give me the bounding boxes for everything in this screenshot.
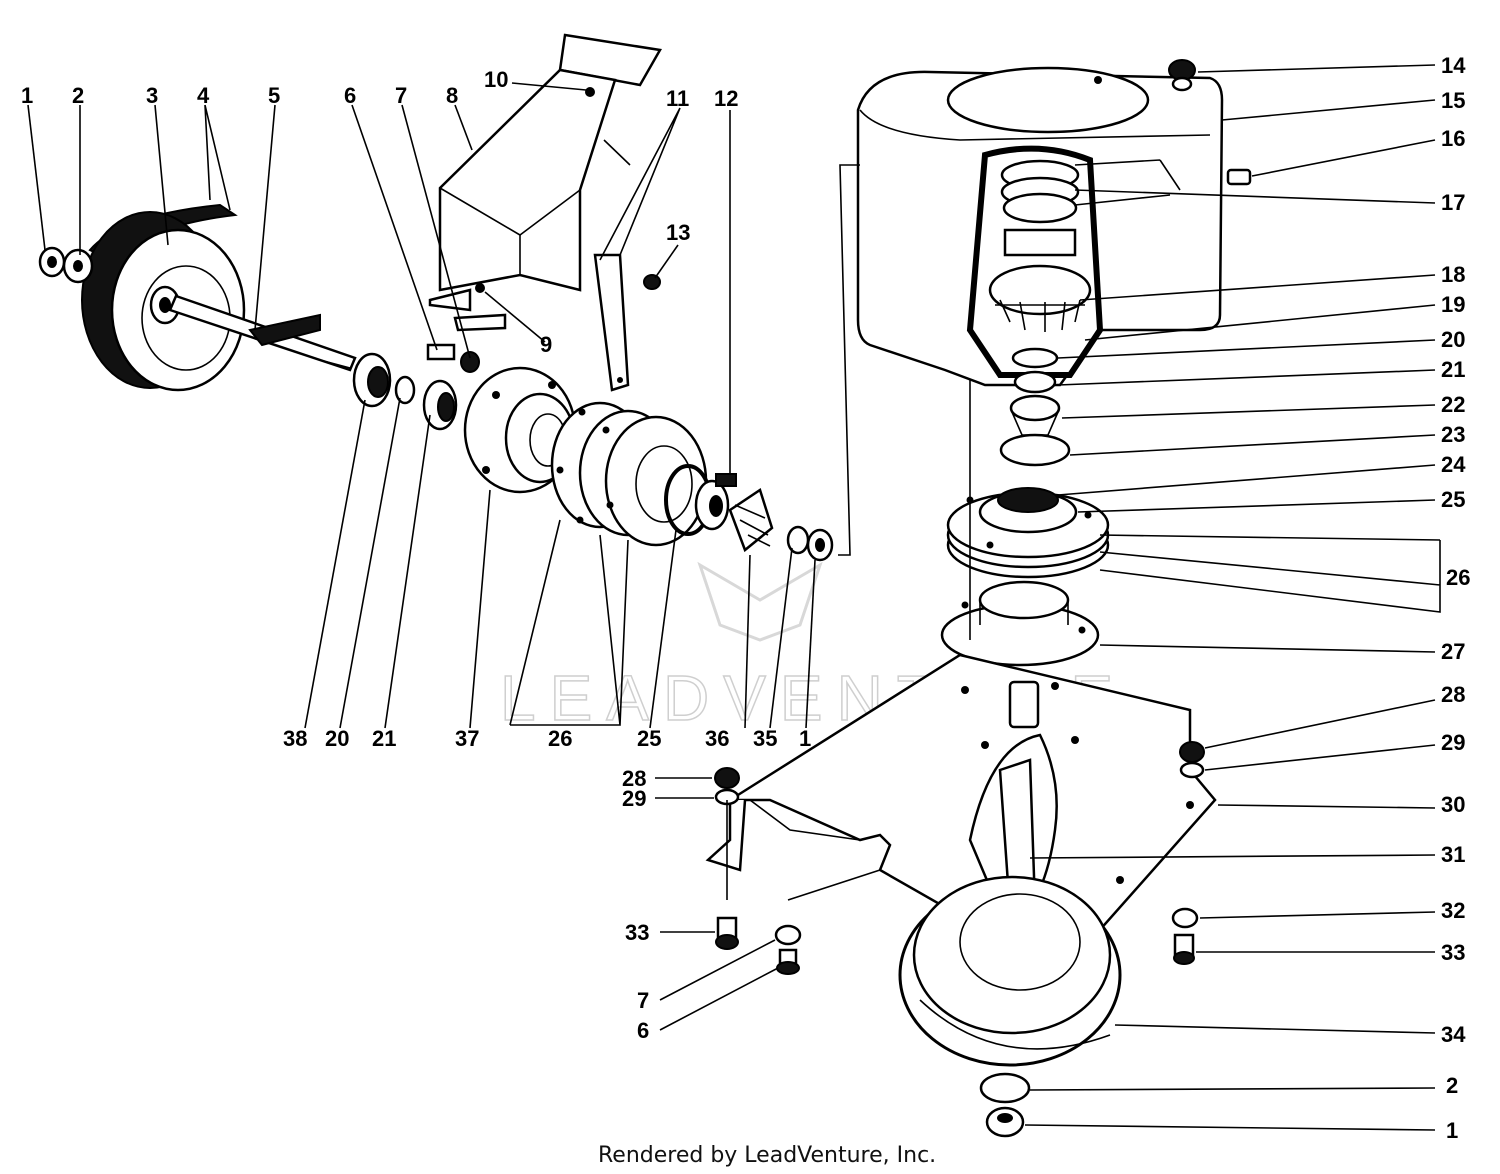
callout-7: 7 — [395, 83, 407, 108]
seal-part-20 — [1011, 347, 1059, 369]
callout-26-bottom: 26 — [548, 726, 572, 751]
callout-21-bottom: 21 — [372, 726, 396, 751]
ring-part-21 — [422, 379, 458, 431]
washer-part-35 — [786, 525, 810, 555]
plug-part-14 — [1168, 59, 1196, 92]
callout-22: 22 — [1441, 392, 1465, 417]
shaft-part-5 — [168, 294, 357, 372]
bevel-gear-part-36 — [728, 488, 774, 553]
callout-35-bottom: 35 — [753, 726, 777, 751]
callout-13: 13 — [666, 220, 690, 245]
washer-part-2-bottom — [979, 1072, 1031, 1104]
callout-8: 8 — [446, 83, 458, 108]
callout-1-right: 1 — [1446, 1118, 1458, 1143]
render-credit: Rendered by LeadVenture, Inc. — [598, 1143, 936, 1168]
callout-4: 4 — [197, 83, 210, 108]
callout-33-left: 33 — [625, 920, 649, 945]
callout-25-bottom: 25 — [637, 726, 661, 751]
callout-7-left: 7 — [637, 988, 649, 1013]
nut-part-1-bottom — [985, 1106, 1025, 1138]
callout-27: 27 — [1441, 639, 1465, 664]
fitting-part-16 — [1226, 168, 1252, 186]
callout-31: 31 — [1441, 842, 1465, 867]
washer-part-29-right — [1179, 761, 1205, 779]
callout-15: 15 — [1441, 88, 1465, 113]
callout-33: 33 — [1441, 940, 1465, 965]
callout-14: 14 — [1441, 53, 1466, 78]
callout-17: 17 — [1441, 190, 1465, 215]
callout-20: 20 — [1441, 327, 1465, 352]
callout-26: 26 — [1446, 565, 1470, 590]
screw-part-13 — [643, 274, 661, 290]
callout-29-left: 29 — [622, 786, 646, 811]
callout-3: 3 — [146, 83, 158, 108]
washer-part-20 — [394, 375, 416, 405]
callout-28-left: 28 — [622, 766, 646, 791]
callout-20-bottom: 20 — [325, 726, 349, 751]
cup-part-23 — [999, 433, 1071, 467]
callout-21: 21 — [1441, 357, 1465, 382]
callout-1: 1 — [21, 83, 33, 108]
gearbox-housing-part-15 — [856, 66, 1224, 387]
flange-stack-part-24 — [946, 487, 1110, 579]
bracket-part-11 — [593, 253, 630, 392]
callout-1-bottom: 1 — [799, 726, 811, 751]
callout-30: 30 — [1441, 792, 1465, 817]
callout-5: 5 — [268, 83, 280, 108]
bolt-part-33-left — [715, 916, 739, 950]
callout-24: 24 — [1441, 452, 1466, 477]
bearing-part-38 — [352, 352, 392, 408]
cone-part-22 — [1009, 394, 1061, 436]
housing-part-37 — [463, 366, 577, 494]
callout-18: 18 — [1441, 262, 1465, 287]
callout-12: 12 — [714, 86, 738, 111]
callout-11: 11 — [666, 86, 689, 111]
callout-10: 10 — [484, 67, 508, 92]
bearing-part-21 — [1013, 370, 1057, 394]
nut-part-28-right — [1179, 741, 1205, 763]
base-flange-part-27 — [940, 580, 1100, 667]
callout-2: 2 — [72, 83, 84, 108]
callout-9: 9 — [540, 332, 552, 357]
callout-25: 25 — [1441, 487, 1465, 512]
callout-28: 28 — [1441, 682, 1465, 707]
nut-part-1-mid — [806, 528, 834, 562]
callout-19: 19 — [1441, 292, 1465, 317]
callout-6: 6 — [344, 83, 356, 108]
nut-part-28-left — [714, 767, 740, 789]
leader-lines — [27, 64, 1441, 1131]
callout-32: 32 — [1441, 898, 1465, 923]
washer-part-32-right — [1171, 907, 1199, 929]
callout-36-bottom: 36 — [705, 726, 729, 751]
pulley-part-34 — [898, 875, 1122, 1067]
callout-2-right: 2 — [1446, 1073, 1458, 1098]
callout-37-bottom: 37 — [455, 726, 479, 751]
callout-6-left: 6 — [637, 1018, 649, 1043]
callout-34: 34 — [1441, 1022, 1466, 1047]
washer-part-2-left — [62, 248, 94, 284]
pulley-wheel-part-3 — [81, 203, 246, 392]
callout-23: 23 — [1441, 422, 1465, 447]
callout-labels: 1 2 3 4 5 6 7 8 9 10 11 12 13 38 20 21 3… — [21, 53, 1470, 1143]
guard-part-8 — [428, 33, 662, 332]
shim-stack-part-26 — [550, 401, 708, 547]
washer-part-7-lower — [774, 924, 802, 946]
bolt-part-6-lower — [776, 948, 800, 975]
bolt-part-33-right — [1173, 933, 1195, 965]
callout-16: 16 — [1441, 126, 1465, 151]
nut-part-1-left — [38, 246, 66, 278]
callout-38-bottom: 38 — [283, 726, 307, 751]
callout-29: 29 — [1441, 730, 1465, 755]
bearing-part-12 — [694, 473, 737, 531]
bolt-part-6 — [426, 343, 480, 373]
